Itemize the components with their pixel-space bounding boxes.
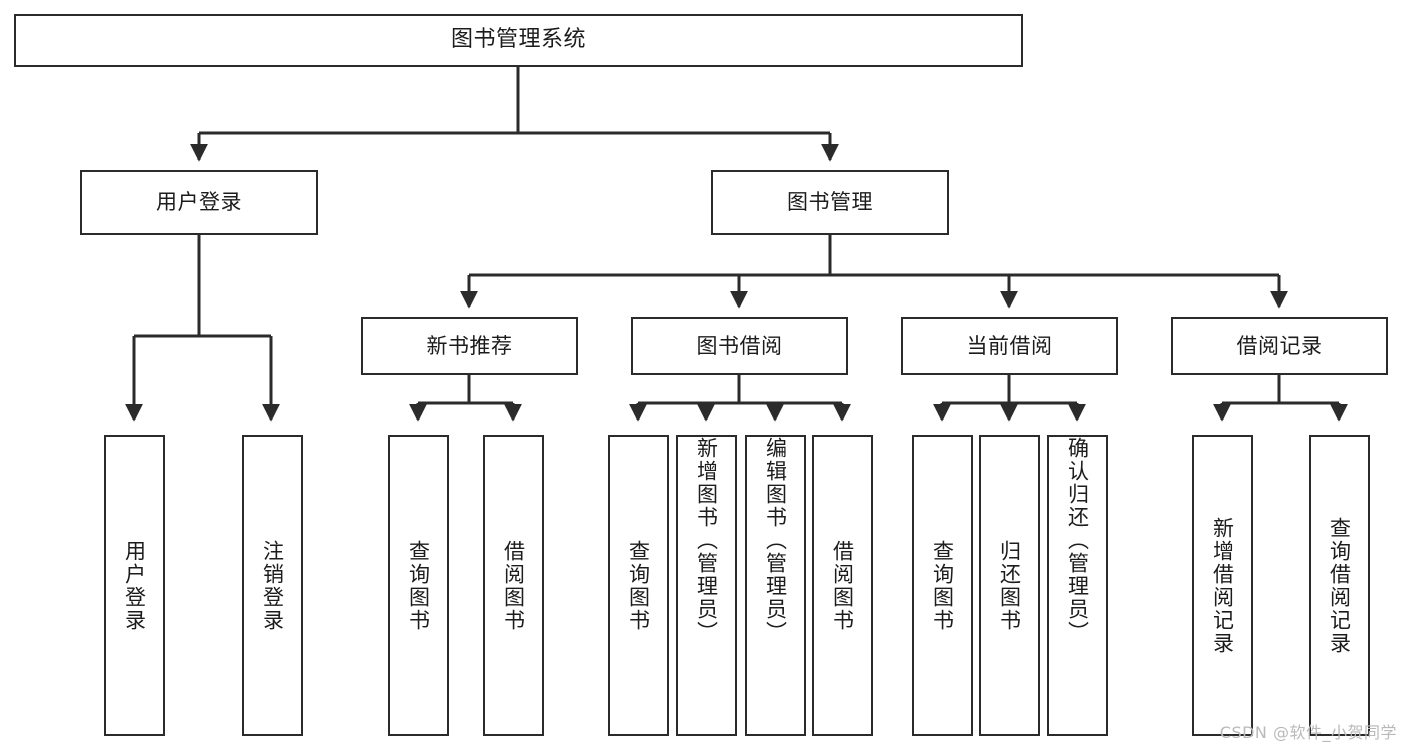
node-label: 新增借阅记录 xyxy=(1210,516,1235,655)
leaf-confirm-return-admin[interactable]: 确认归还（管理员） xyxy=(1047,435,1108,736)
leaf-add-book-admin[interactable]: 新增图书（管理员） xyxy=(676,435,737,736)
node-label: 借阅图书 xyxy=(501,539,526,632)
node-label: 用户登录 xyxy=(156,190,242,215)
node-label: 查询图书 xyxy=(626,539,651,632)
node-new-book-recommend[interactable]: 新书推荐 xyxy=(361,317,578,375)
leaf-borrow-book[interactable]: 借阅图书 xyxy=(812,435,873,736)
leaf-query-book-newbook[interactable]: 查询图书 xyxy=(388,435,449,736)
node-book-borrow[interactable]: 图书借阅 xyxy=(631,317,848,375)
node-label: 新增图书（管理员） xyxy=(694,437,719,644)
node-label: 注销登录 xyxy=(260,539,285,632)
node-label: 查询图书 xyxy=(930,539,955,632)
node-root-system[interactable]: 图书管理系统 xyxy=(14,14,1023,67)
node-label: 查询借阅记录 xyxy=(1327,516,1352,655)
node-label: 借阅图书 xyxy=(830,539,855,632)
leaf-query-borrow-record[interactable]: 查询借阅记录 xyxy=(1309,435,1370,736)
node-current-borrow[interactable]: 当前借阅 xyxy=(901,317,1118,375)
node-user-login[interactable]: 用户登录 xyxy=(80,170,318,235)
node-label: 图书借阅 xyxy=(696,333,783,358)
leaf-user-login[interactable]: 用户登录 xyxy=(104,435,165,736)
leaf-add-borrow-record[interactable]: 新增借阅记录 xyxy=(1192,435,1253,736)
node-borrow-records[interactable]: 借阅记录 xyxy=(1171,317,1388,375)
leaf-edit-book-admin[interactable]: 编辑图书（管理员） xyxy=(745,435,806,736)
node-label: 查询图书 xyxy=(406,539,431,632)
node-label: 借阅记录 xyxy=(1236,333,1323,358)
leaf-query-book-borrow[interactable]: 查询图书 xyxy=(608,435,669,736)
node-book-management[interactable]: 图书管理 xyxy=(711,170,949,235)
leaf-borrow-book-newbook[interactable]: 借阅图书 xyxy=(483,435,544,736)
leaf-return-book[interactable]: 归还图书 xyxy=(979,435,1040,736)
node-label: 当前借阅 xyxy=(966,333,1053,358)
node-label: 图书管理系统 xyxy=(450,27,586,53)
leaf-query-book-current[interactable]: 查询图书 xyxy=(912,435,973,736)
node-label: 图书管理 xyxy=(787,190,873,215)
node-label: 确认归还（管理员） xyxy=(1065,437,1090,644)
node-label: 新书推荐 xyxy=(426,333,513,358)
leaf-logout[interactable]: 注销登录 xyxy=(242,435,303,736)
node-label: 归还图书 xyxy=(997,539,1022,632)
node-label: 编辑图书（管理员） xyxy=(763,437,788,644)
node-label: 用户登录 xyxy=(122,539,147,632)
